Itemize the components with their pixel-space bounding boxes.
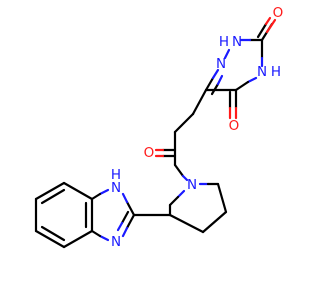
bond-c5-c4 [34, 229, 66, 249]
bond-c3-o-b [265, 18, 277, 34]
atom-h-triazine-nh: H [219, 34, 229, 50]
bond-c4-c3a [62, 229, 94, 249]
bond-n1-c7a-b [90, 192, 102, 201]
atom-n-imidazole: N [111, 234, 121, 250]
atom-h-imidazole: H [111, 167, 121, 183]
atom-h-triazine-mid: H [271, 64, 281, 80]
bond-n1-n2 [223, 48, 231, 60]
bond-c6-n1-double-a [210, 82, 220, 96]
bond-c2-n1h-a [125, 200, 136, 217]
molecule-canvas: N H N O N H O O N N H N [34, 5, 284, 250]
bond-n1-c7a-a [98, 188, 110, 196]
atom-n-triazine-nh: N [232, 34, 242, 50]
bond-c3p-c2p [168, 213, 205, 234]
bond-n3-c3a-b [90, 229, 102, 238]
bond-ch2a-ch2b [173, 112, 195, 134]
bond-n4-c5-b [234, 80, 250, 92]
bond-c7-c6 [34, 181, 66, 201]
bond-c6-n1-a [204, 76, 215, 92]
bond-c7a-c7 [62, 181, 94, 201]
atom-o-triazine-bottom: O [229, 118, 240, 134]
atom-o-triazine-top: O [273, 5, 284, 21]
bond-c6-n1-double-b [216, 74, 224, 86]
bond-n-c2-b [168, 195, 180, 207]
bond-c6-ch2a [191, 88, 208, 116]
bond-c2-n3-double-b [116, 221, 124, 232]
bond-c2-n3-b [121, 226, 129, 238]
bond-c2-n3-a [125, 213, 136, 230]
bond-c4p-c3p [201, 210, 228, 234]
bond-n-c2-a [176, 189, 186, 199]
bond-benz-double-2 [40, 188, 66, 205]
bond-co-n-a [173, 163, 185, 178]
bond-c3-o-double-b [264, 16, 272, 26]
molecule-structure: N H N O N H O O N N H N [34, 5, 284, 250]
bond-co-n-b [181, 174, 189, 182]
atom-o-amide: O [144, 145, 155, 161]
bond-c3-o-double-a [256, 22, 268, 39]
bond-c5p-c4p [216, 182, 228, 214]
bond-c2-n1h-b [121, 192, 129, 204]
bond-n3-c3a-a [98, 234, 110, 242]
atom-n-pyrrolidine: N [187, 177, 197, 193]
bond-c2-n3-double-a [120, 210, 130, 225]
bond-benz-double-3 [40, 225, 66, 242]
atom-n-triazine-mid: N [257, 64, 267, 80]
bond-c6-n1-b [211, 68, 220, 80]
atom-n-imidazole-nh: N [111, 180, 121, 196]
bond-n4-c5-a [246, 76, 258, 84]
atom-n-triazine-imine: N [216, 56, 226, 72]
